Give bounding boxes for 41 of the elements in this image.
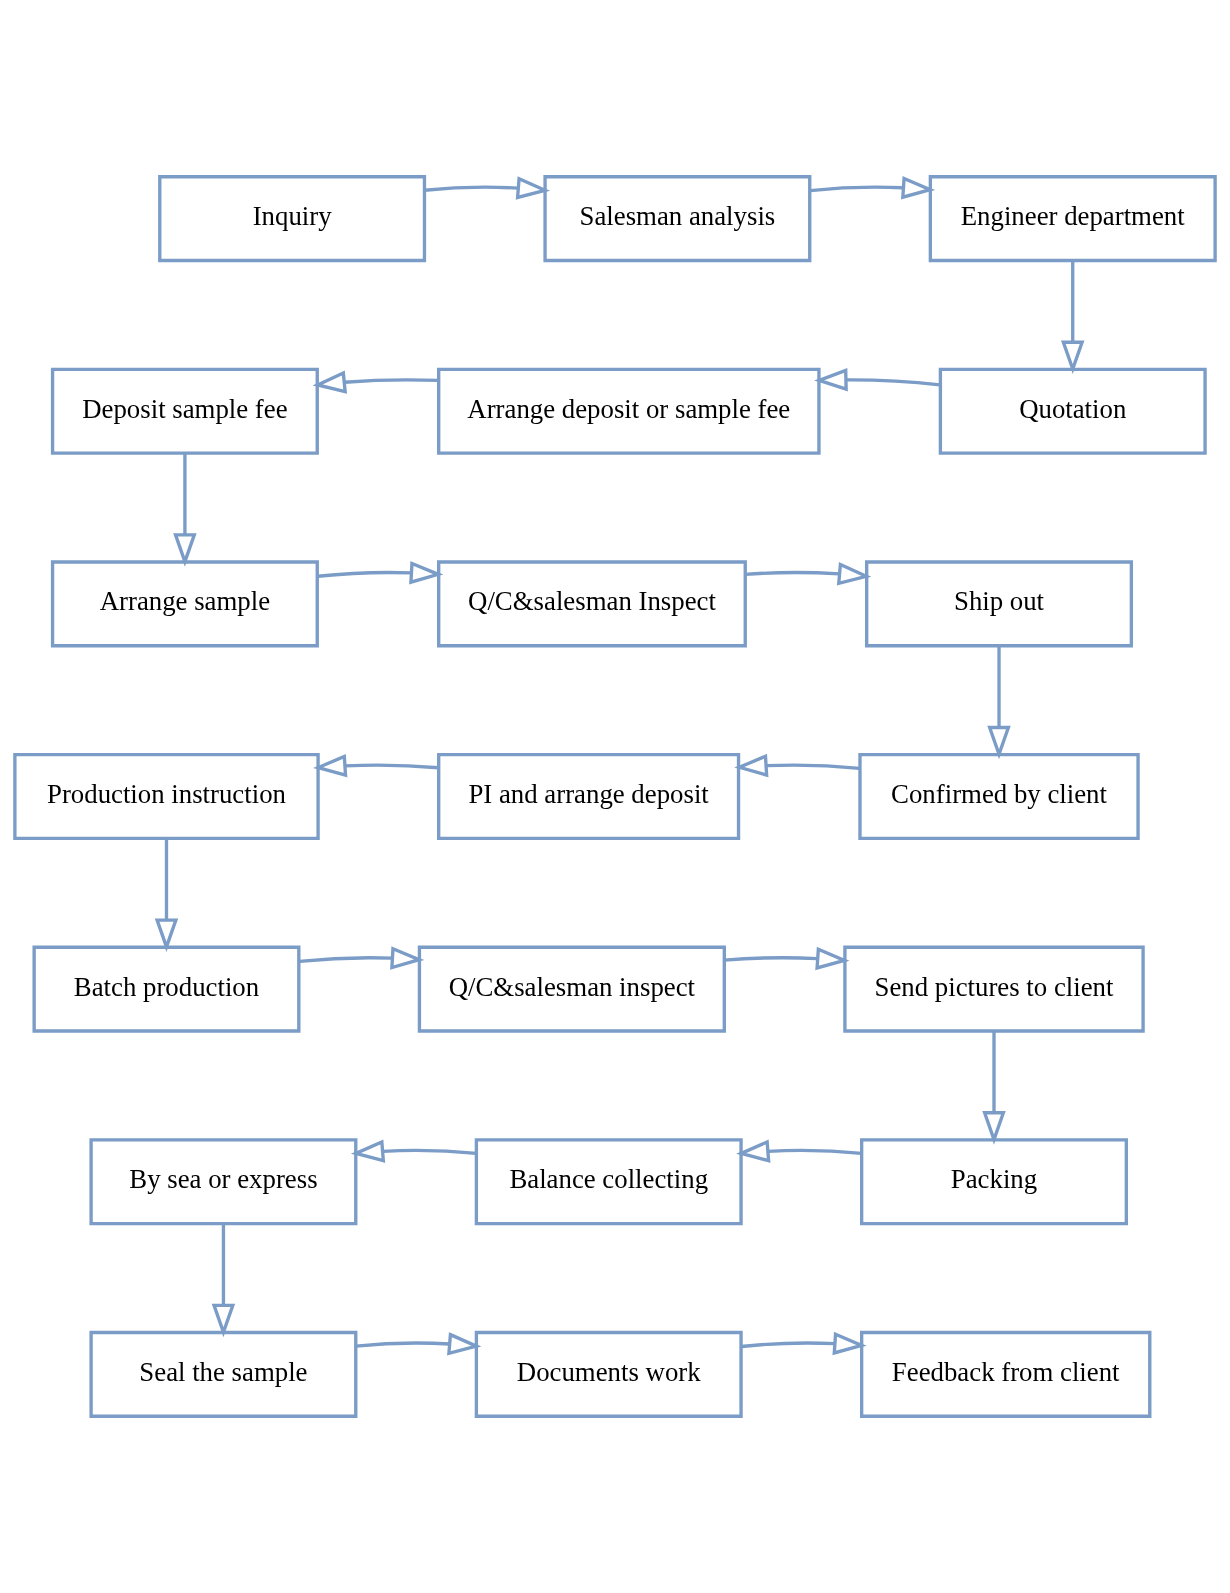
node-box: Q/C&salesman Inspect — [437, 560, 747, 648]
node-box: Production instruction — [13, 752, 320, 841]
node-box: Arrange deposit or sample fee — [437, 367, 821, 455]
arrow — [982, 1031, 1006, 1145]
arrow — [724, 946, 850, 971]
arrow — [814, 368, 941, 392]
node-box: Batch production — [32, 945, 301, 1033]
arrow — [741, 1331, 867, 1356]
node-box: Confirmed by client — [858, 752, 1140, 841]
node-box: Engineer department — [928, 175, 1217, 263]
arrow — [317, 561, 444, 585]
arrow — [745, 562, 872, 586]
node-box: Deposit sample fee — [50, 367, 319, 455]
arrow — [1061, 260, 1085, 375]
node-box: Salesman analysis — [543, 175, 812, 263]
arrow — [987, 646, 1011, 760]
node-box: Inquiry — [158, 175, 427, 263]
node-box: Balance collecting — [474, 1138, 743, 1226]
node-box: Feedback from client — [860, 1330, 1152, 1418]
node-box: PI and arrange deposit — [437, 752, 741, 841]
arrow — [154, 838, 179, 952]
node-box: Packing — [860, 1138, 1128, 1226]
node-box: Quotation — [938, 367, 1207, 455]
arrow — [313, 754, 439, 778]
arrow — [299, 946, 425, 970]
node-box: Q/C&salesman inspect — [417, 945, 726, 1033]
node-box: Send pictures to client — [843, 945, 1145, 1033]
node-box: Seal the sample — [89, 1330, 358, 1418]
node-box: Ship out — [865, 560, 1134, 648]
arrow — [173, 453, 197, 567]
arrow — [424, 176, 551, 200]
arrow — [211, 1224, 236, 1338]
node-box: Arrange sample — [50, 560, 319, 648]
arrow — [734, 753, 860, 778]
arrow — [312, 370, 439, 394]
arrow — [810, 176, 936, 200]
node-box: Documents work — [474, 1330, 743, 1418]
node-box: By sea or express — [89, 1138, 358, 1226]
arrow — [736, 1139, 862, 1163]
arrow — [355, 1332, 482, 1356]
arrow — [350, 1139, 477, 1163]
